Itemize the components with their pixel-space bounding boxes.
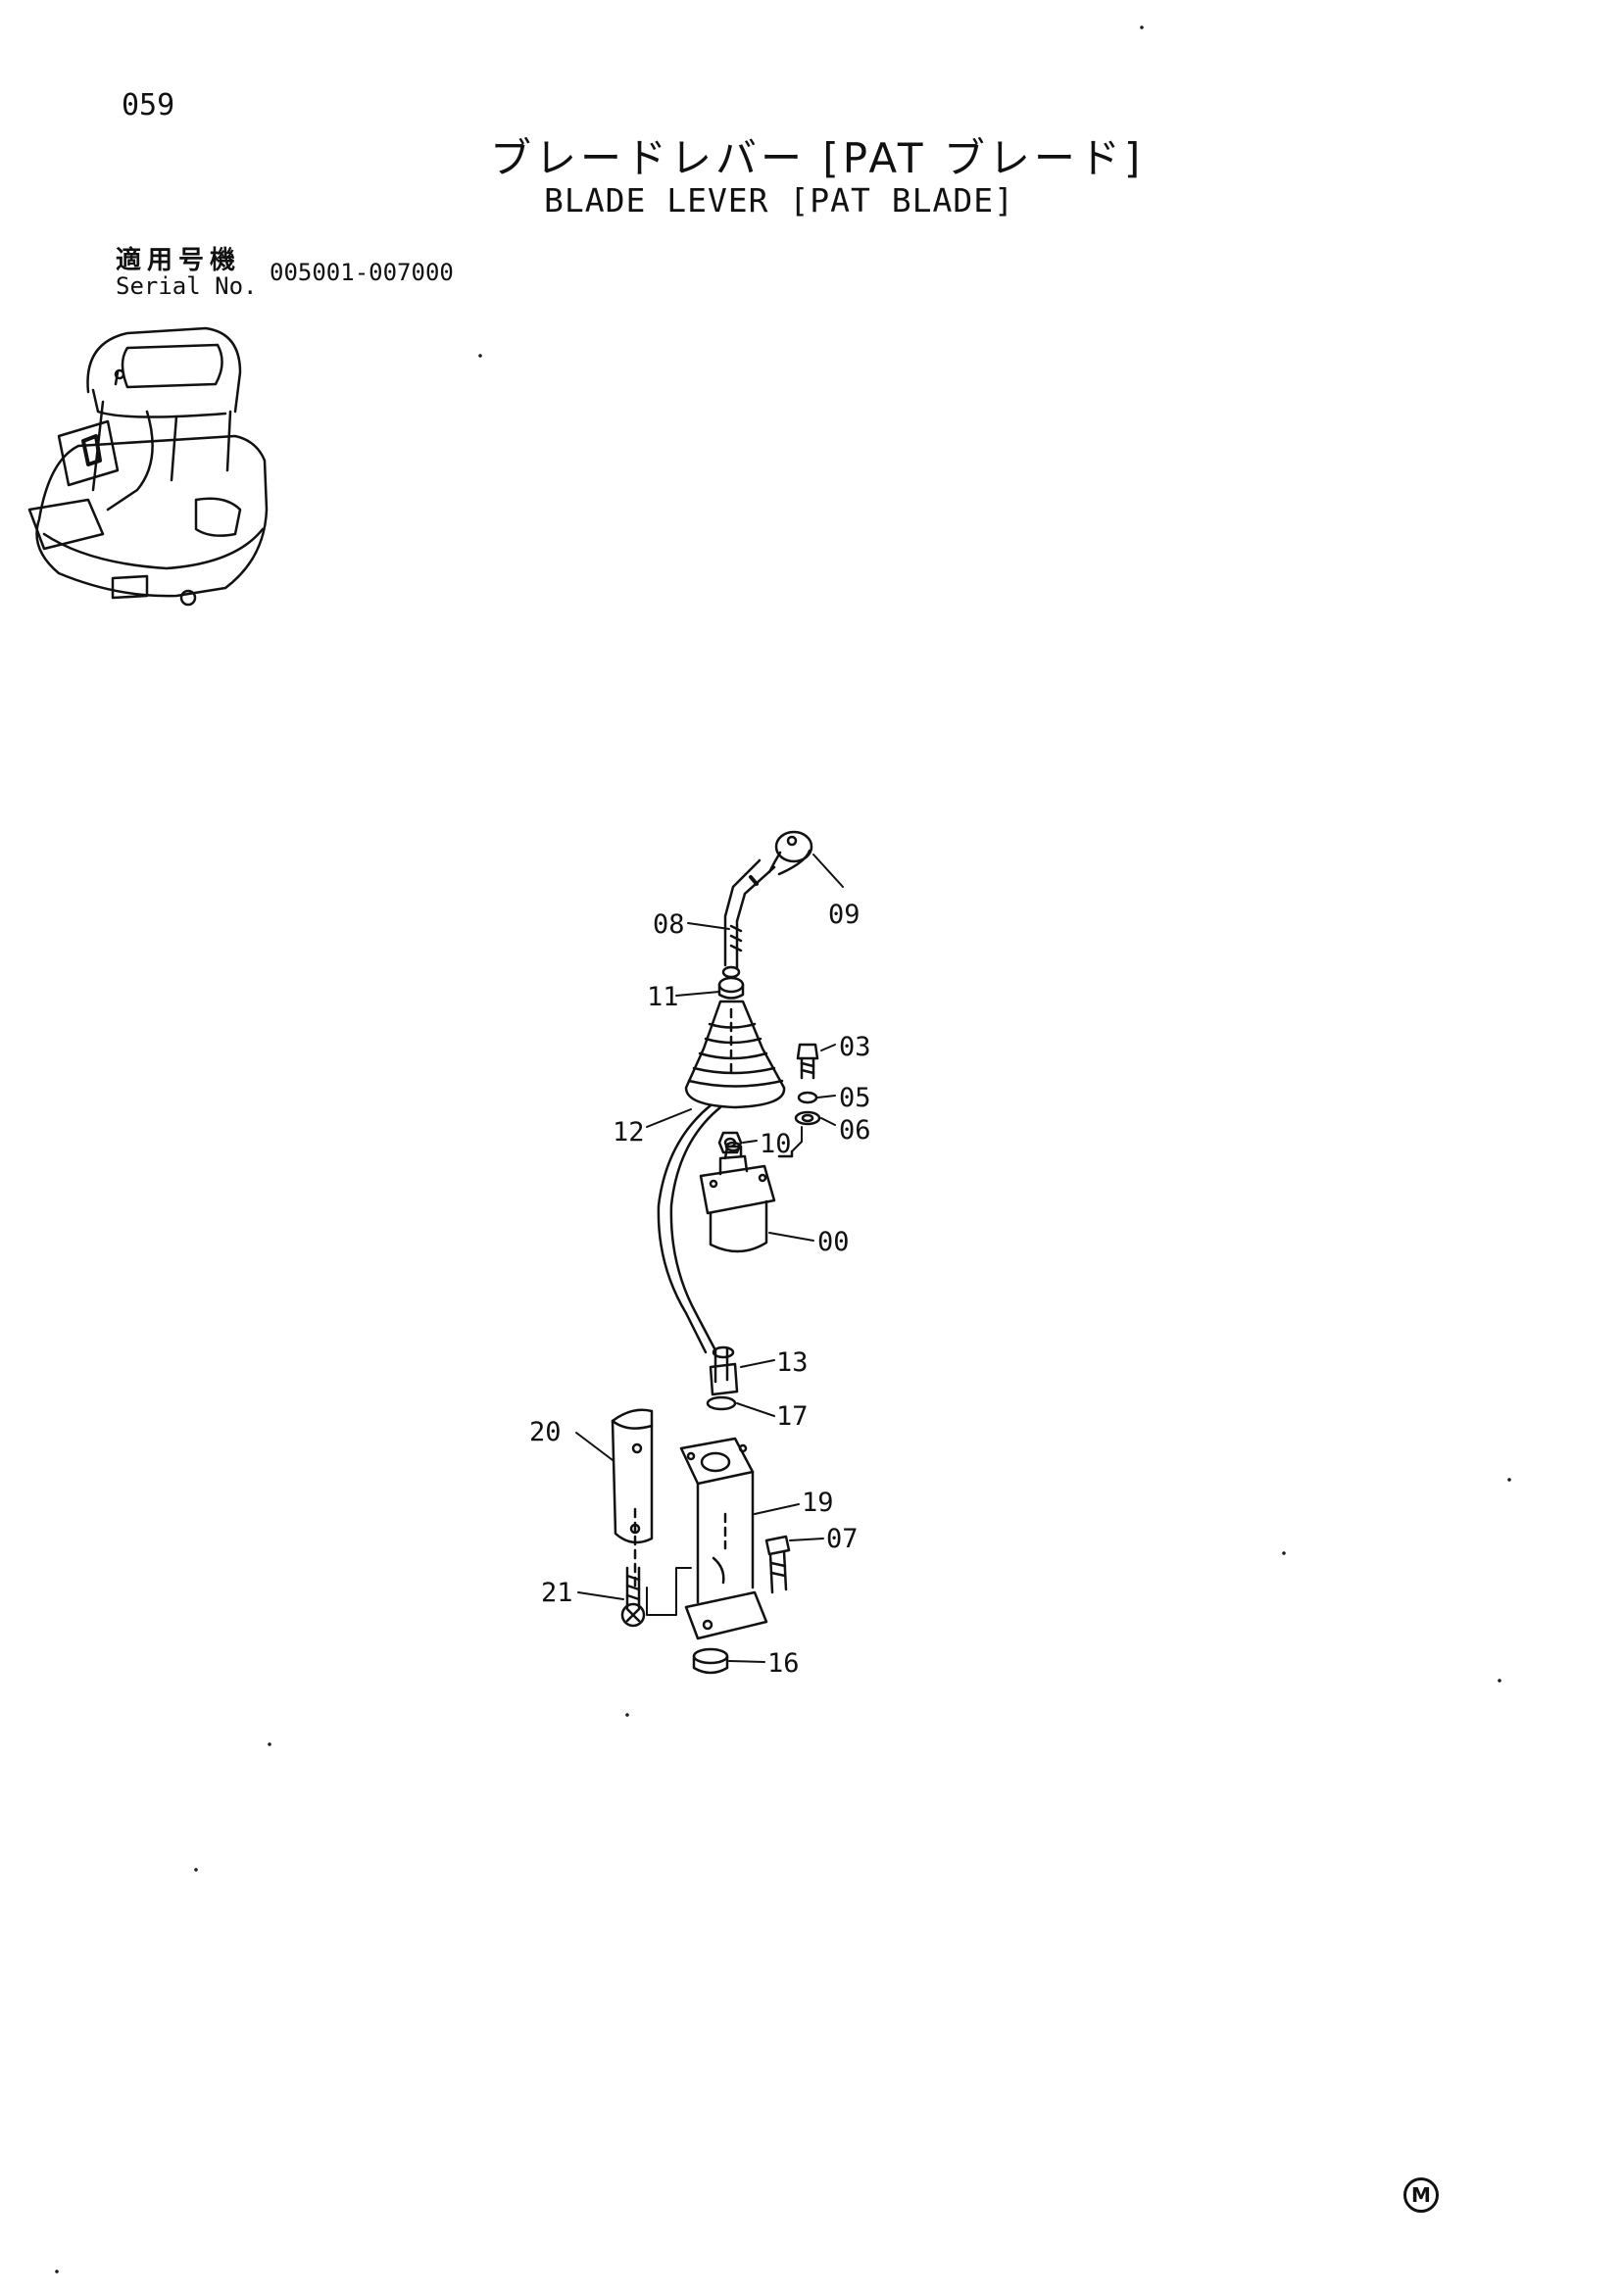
title-english: BLADE LEVER [PAT BLADE] [544,181,1014,220]
part-label-21: 21 [541,1578,573,1608]
part-label-08: 08 [653,909,685,940]
clamp-icon [711,1347,737,1394]
cap-icon [694,1649,727,1673]
bolt-03-icon [798,1045,817,1078]
part-label-19: 19 [802,1488,834,1518]
washer-06-icon [796,1112,819,1124]
part-label-07: 07 [826,1524,859,1554]
title-japanese: ブレードレバー [PAT ブレード] [490,134,1145,182]
screw-21-icon [622,1568,644,1626]
boot-icon [659,1001,784,1352]
clip-icon [708,1397,735,1409]
scan-specks [56,26,1510,2272]
leader-lines [576,855,843,1662]
part-label-10: 10 [760,1129,792,1159]
part-label-03: 03 [839,1032,871,1062]
circled-m-mark: M [1403,2177,1439,2213]
valve-assembly-icon [701,1143,792,1251]
part-label-17: 17 [776,1401,809,1432]
washer-05-icon [799,1093,816,1102]
cover-icon [613,1410,652,1588]
serial-label-english: Serial No. [116,272,258,300]
part-label-13: 13 [776,1347,809,1378]
part-label-09: 09 [828,900,861,930]
part-label-00: 00 [817,1227,850,1257]
nut-icon [719,978,743,999]
page-number: 059 [122,88,175,122]
part-label-06: 06 [839,1115,871,1146]
knob-icon [769,832,812,874]
serial-range: 005001-007000 [270,259,454,286]
machine-thumbnail-icon [29,328,267,605]
bolt-07-icon [766,1537,789,1592]
part-label-05: 05 [839,1083,871,1113]
part-label-16: 16 [767,1648,800,1679]
lever-rod-icon [723,860,774,977]
part-label-11: 11 [647,982,679,1012]
bracket-icon [681,1439,766,1638]
part-label-12: 12 [613,1117,645,1148]
part-label-20: 20 [529,1417,562,1447]
serial-label-japanese: 適用号機 [116,246,242,275]
